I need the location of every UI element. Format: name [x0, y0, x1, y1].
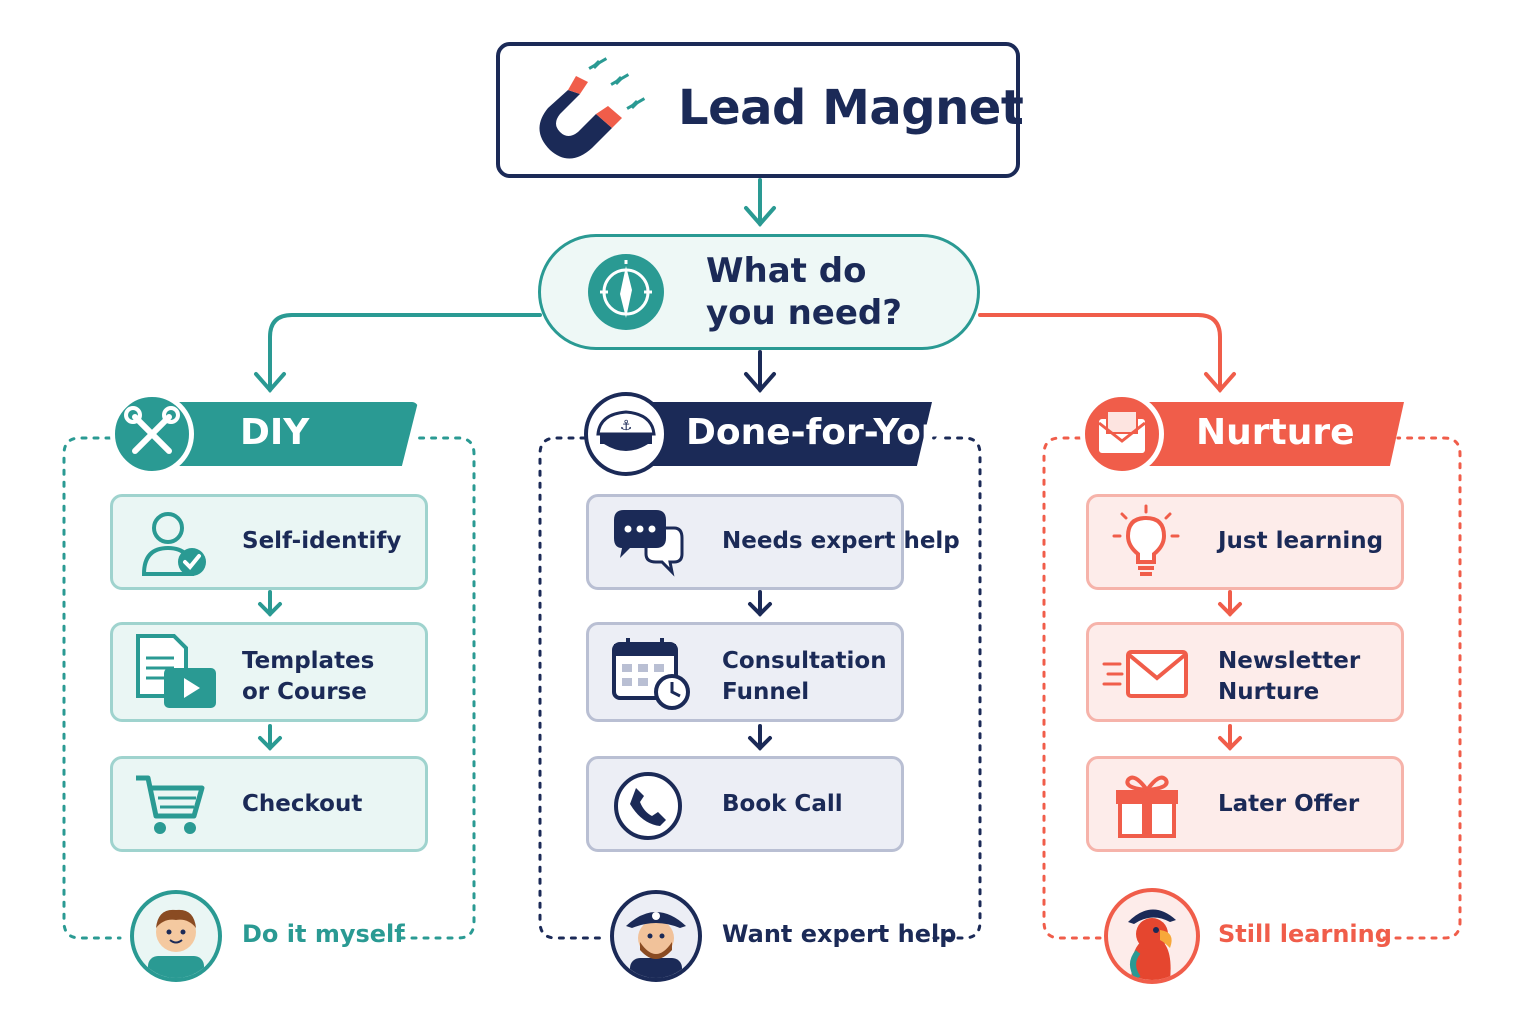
diy-label: DIY: [240, 412, 310, 453]
dfy-step-1-label: Needs expert help: [722, 528, 960, 554]
nurture-footer-label: Still learning: [1218, 920, 1392, 948]
dfy-label: Done-for-You: [686, 412, 947, 453]
diy-step-2-label: Templates or Course: [242, 646, 374, 708]
question-line-1: What do: [706, 251, 867, 291]
diy-step-arrows: [258, 590, 282, 751]
dfy-step-2-label: Consultation Funnel: [722, 646, 887, 708]
gift-icon: [1116, 775, 1178, 838]
nurture-step-2-line-2: Nurture: [1218, 679, 1320, 705]
diy-step-checkout: [110, 756, 428, 852]
diy-step-2-line-2: or Course: [242, 679, 367, 705]
arrow-title-to-question: [744, 178, 776, 228]
question-line-2: you need?: [706, 293, 902, 333]
dfy-step-arrows: [748, 590, 772, 751]
pirate-avatar-icon: [610, 890, 702, 982]
parrot-avatar-icon: [1104, 888, 1200, 984]
dfy-header: [630, 402, 932, 466]
captain-hat-icon: ⚓: [584, 392, 668, 476]
diy-step-3-label: Checkout: [242, 791, 363, 817]
lightbulb-icon: [1112, 504, 1180, 576]
arrow-question-to-diy: [254, 313, 542, 394]
diy-header: [150, 402, 418, 466]
tools-icon: [110, 392, 194, 476]
calendar-clock-icon: [612, 638, 690, 710]
diy-step-1-label: Self-identify: [242, 528, 402, 554]
page-title: Lead Magnet: [678, 80, 1024, 136]
nurture-step-2-label: Newsletter Nurture: [1218, 646, 1360, 708]
nurture-step-3-label: Later Offer: [1218, 791, 1360, 817]
chat-bubbles-icon: [614, 510, 684, 577]
magnet-icon: [539, 57, 646, 159]
dfy-step-3-label: Book Call: [722, 791, 843, 817]
diy-step-2-line-1: Templates: [242, 648, 375, 674]
document-video-icon: [136, 634, 216, 708]
dfy-footer-label: Want expert help: [722, 920, 957, 948]
nurture-step-2-line-1: Newsletter: [1218, 648, 1361, 674]
question-text: What do you need?: [706, 250, 902, 334]
cart-icon: [136, 775, 205, 834]
dfy-step-2-line-2: Funnel: [722, 679, 810, 705]
svg-text:⚓: ⚓: [620, 418, 633, 434]
fast-mail-icon: [1102, 650, 1188, 698]
arrow-question-to-nurture: [978, 313, 1236, 394]
dfy-step-2-line-1: Consultation: [722, 648, 887, 674]
compass-icon: [588, 254, 664, 330]
nurture-label: Nurture: [1196, 412, 1355, 453]
envelope-icon: [1080, 392, 1164, 476]
phone-icon: [614, 772, 682, 840]
diy-footer-label: Do it myself: [242, 920, 405, 948]
title-box: [496, 42, 1020, 178]
boy-avatar-icon: [130, 890, 222, 982]
diy-group-frame: [62, 436, 476, 940]
nurture-group-frame: [1042, 436, 1462, 940]
nurture-step-newsletter: [1086, 622, 1404, 722]
user-check-icon: [141, 512, 206, 576]
dfy-group-frame: [538, 436, 982, 940]
nurture-step-arrows: [1218, 590, 1242, 751]
arrow-question-to-dfy: [744, 350, 776, 394]
nurture-header: [1122, 402, 1404, 466]
nurture-step-1-label: Just learning: [1218, 528, 1384, 554]
